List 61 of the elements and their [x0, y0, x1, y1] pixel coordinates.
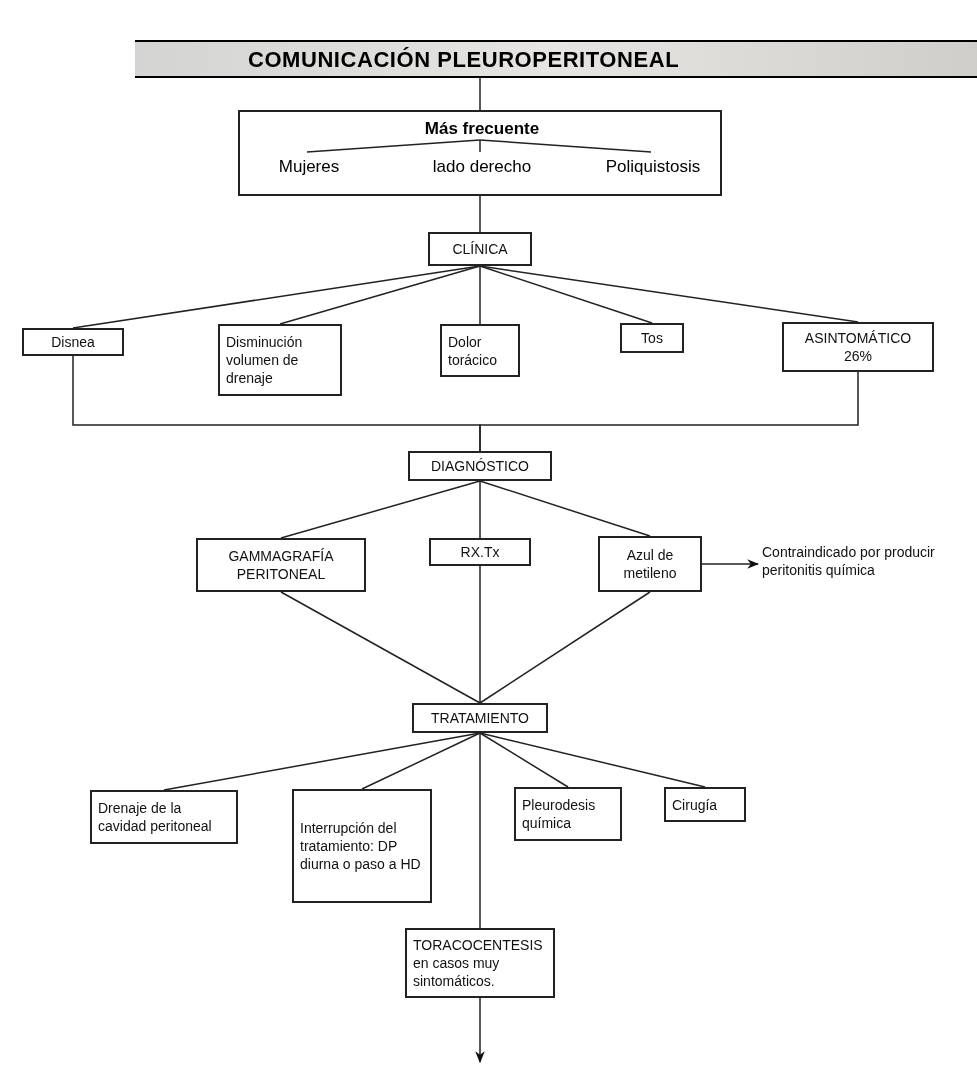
arrow	[475, 997, 485, 1064]
connector-line	[479, 195, 481, 233]
connector-line	[479, 265, 859, 323]
flow-box	[440, 324, 520, 377]
flow-box	[412, 703, 548, 733]
box-label: Mujeres	[278, 156, 340, 179]
connector-line	[479, 732, 481, 929]
flow-box	[428, 232, 532, 266]
box-label: GAMMAGRAFÍA PERITONEAL	[227, 547, 335, 583]
box-label: Tos	[640, 329, 664, 347]
box-label: Pleurodesis química	[522, 796, 597, 832]
connector-line	[479, 265, 481, 325]
box-label: Disminución volumen de drenaje	[226, 333, 304, 387]
flow-box	[218, 324, 342, 396]
box-label: Contraindicado por producir peritonitis química	[762, 543, 936, 579]
flow-box	[782, 322, 934, 372]
box-label: CLÍNICA	[451, 240, 509, 258]
box-label: Dolor torácico	[448, 332, 499, 369]
connector-line	[280, 591, 481, 704]
connector-line	[280, 480, 481, 539]
flow-box	[429, 538, 531, 566]
connector-line	[279, 265, 481, 325]
box-label: lado derecho	[432, 156, 532, 179]
box-label: Disnea	[50, 333, 96, 351]
connector-line	[479, 265, 653, 324]
title-text: COMUNICACIÓN PLEUROPERITONEAL	[248, 45, 680, 74]
flow-box	[196, 538, 366, 592]
box-label: Interrupción del tratamiento: DP diurna o paso a HD	[300, 819, 422, 873]
flow-box	[408, 451, 552, 481]
box-label: TORACOCENTESIS en casos muy sintomáticos.	[413, 936, 544, 990]
box-label: RX.Tx	[459, 543, 501, 561]
flow-box	[90, 790, 238, 844]
flow-box	[22, 328, 124, 356]
flow-box	[292, 789, 432, 903]
box-label: DIAGNÓSTICO	[430, 457, 530, 475]
flow-box	[620, 323, 684, 353]
box-label: TRATAMIENTO	[430, 709, 530, 727]
box-label: Drenaje de la cavidad peritoneal	[98, 799, 213, 835]
connector-line	[479, 480, 481, 539]
connector-line	[306, 139, 481, 153]
flow-box	[514, 787, 622, 841]
summary-box	[238, 110, 722, 196]
connector-line	[479, 480, 651, 537]
connector-line	[479, 371, 859, 452]
connector-line	[361, 732, 481, 790]
connector-line	[479, 139, 481, 153]
flow-box	[664, 787, 746, 822]
box-label: Poliquistosis	[605, 156, 701, 179]
box-label: Azul de metileno	[622, 546, 678, 582]
arrow	[701, 559, 760, 569]
connector-line	[479, 77, 481, 111]
flow-box	[598, 536, 702, 592]
connector-line	[479, 565, 481, 704]
flow-box	[405, 928, 555, 998]
connector-line	[479, 591, 651, 704]
connector-line	[479, 139, 652, 153]
box-label: Más frecuente	[424, 118, 540, 141]
connector-line	[479, 732, 569, 788]
title-banner	[135, 40, 977, 78]
box-label: Cirugía	[672, 795, 719, 814]
box-label: ASINTOMÁTICO 26%	[803, 329, 913, 365]
